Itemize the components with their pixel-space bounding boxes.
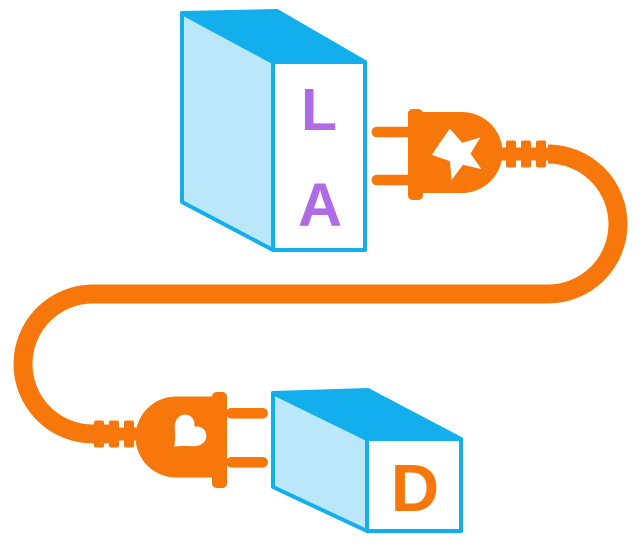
top-box-letter-l: L xyxy=(301,77,337,143)
heart-plug-faceplate xyxy=(212,392,227,488)
star-plug-upper-prong xyxy=(371,126,414,138)
star-plug-rib xyxy=(536,140,546,168)
heart-plug-lower-prong xyxy=(226,457,268,468)
star-plug-rib xyxy=(506,140,516,168)
star-icon xyxy=(432,128,482,180)
heart-plug-rib xyxy=(124,420,134,448)
heart-plug-body xyxy=(135,396,213,478)
star-plug-lower-prong xyxy=(371,174,414,186)
power-cable xyxy=(13,144,628,444)
bottom-box-letter-d: D xyxy=(391,451,439,526)
bottom-box: D xyxy=(271,388,463,533)
heart-plug-upper-prong xyxy=(226,408,268,419)
star-plug-faceplate xyxy=(408,109,423,200)
top-box-letter-a: A xyxy=(298,171,342,239)
star-plug-rib xyxy=(521,140,531,168)
bottom-box-front-face xyxy=(365,437,463,533)
top-box-front-face xyxy=(271,60,367,252)
star-plug xyxy=(371,109,550,200)
top-box: L A xyxy=(180,9,367,252)
heart-icon xyxy=(174,414,207,447)
heart-plug-rib xyxy=(109,420,119,448)
heart-plug xyxy=(86,392,268,488)
heart-plug-rib xyxy=(94,420,104,448)
